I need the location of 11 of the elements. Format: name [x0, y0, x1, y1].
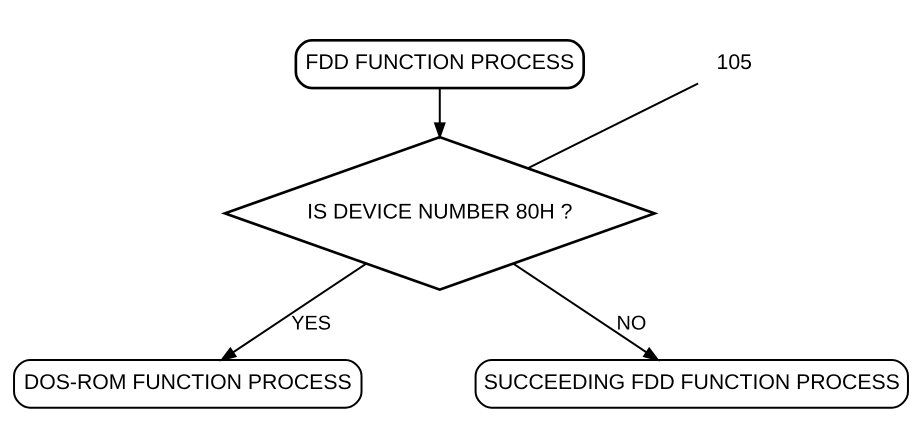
node-box: DOS-ROM FUNCTION PROCESS	[13, 358, 363, 409]
edge-label: NO	[616, 312, 646, 334]
arrow	[512, 262, 660, 362]
node-box: SUCCEEDING FDD FUNCTION PROCESS	[474, 358, 909, 409]
node-box: FDD FUNCTION PROCESS	[294, 38, 586, 90]
node-text: 105	[716, 51, 752, 74]
arrow	[434, 88, 446, 140]
node-diamond: IS DEVICE NUMBER 80H ?	[220, 136, 659, 292]
edge-label: YES	[291, 312, 332, 334]
connector	[528, 82, 699, 170]
arrow	[219, 262, 367, 362]
